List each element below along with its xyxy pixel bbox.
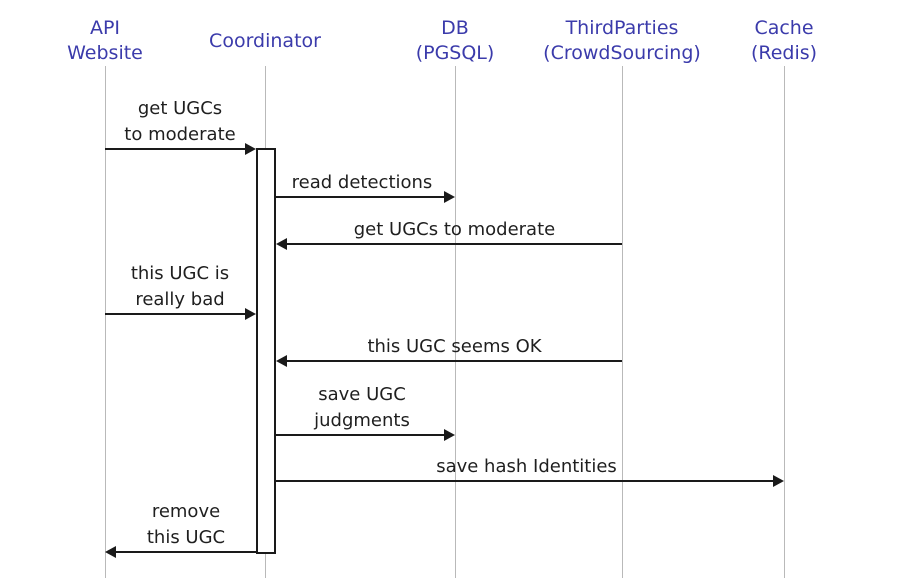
- arrow-head-get-ugcs-to-moderate-return: [276, 238, 287, 250]
- message-label-line2: judgments: [314, 410, 410, 431]
- message-line-this-ugc-seems-ok: [287, 360, 622, 362]
- message-label-remove-this-ugc: remove this UGC: [116, 499, 256, 551]
- participant-header-db: DB (PGSQL): [416, 16, 495, 66]
- lifeline-thirdparties: [622, 66, 623, 578]
- message-label-line1: this UGC seems OK: [367, 336, 542, 357]
- participant-header-coordinator: Coordinator: [209, 29, 321, 54]
- participant-header-coordinator-line1: Coordinator: [209, 30, 321, 52]
- arrow-head-this-ugc-is-really-bad: [245, 308, 256, 320]
- arrow-head-save-ugc-judgments: [444, 429, 455, 441]
- arrow-head-save-hash-identities: [773, 475, 784, 487]
- arrow-head-this-ugc-seems-ok: [276, 355, 287, 367]
- message-label-this-ugc-seems-ok: this UGC seems OK: [287, 334, 622, 360]
- message-label-line1: read detections: [291, 172, 433, 193]
- participant-header-thirdparties: ThirdParties (CrowdSourcing): [543, 16, 701, 66]
- message-line-read-detections: [276, 196, 444, 198]
- message-label-line1: this UGC is: [130, 263, 230, 284]
- message-label-line1: save UGC: [318, 384, 406, 405]
- message-label-line1: get UGCs to moderate: [353, 219, 556, 240]
- participant-header-cache: Cache (Redis): [751, 16, 817, 66]
- message-label-get-ugcs-to-moderate-return: get UGCs to moderate: [287, 217, 622, 243]
- message-label-get-ugcs-to-moderate: get UGCs to moderate: [107, 96, 253, 148]
- message-label-line2: really bad: [135, 289, 225, 310]
- participant-header-api-line2: Website: [67, 42, 143, 64]
- participant-header-api-line1: API: [89, 17, 121, 39]
- message-line-save-hash-identities: [276, 480, 773, 482]
- message-line-remove-this-ugc: [116, 551, 256, 553]
- message-line-save-ugc-judgments: [276, 434, 444, 436]
- message-label-line1: get UGCs: [137, 98, 223, 119]
- participant-header-thirdparties-line1: ThirdParties: [565, 17, 679, 39]
- lifeline-cache: [784, 66, 785, 578]
- participant-header-db-line2: (PGSQL): [415, 42, 495, 64]
- message-line-get-ugcs-to-moderate-return: [287, 243, 622, 245]
- message-label-line1: remove: [151, 501, 221, 522]
- participant-header-cache-line2: (Redis): [750, 42, 818, 64]
- message-line-get-ugcs-to-moderate: [105, 148, 251, 150]
- lifeline-db: [455, 66, 456, 578]
- participant-header-db-line1: DB: [441, 17, 469, 39]
- message-label-line2: to moderate: [124, 124, 236, 145]
- message-label-line2: this UGC: [146, 527, 226, 548]
- lifeline-api: [105, 66, 106, 578]
- participant-header-api: API Website: [67, 16, 143, 66]
- arrow-head-remove-this-ugc: [105, 546, 116, 558]
- message-label-save-ugc-judgments: save UGC judgments: [278, 382, 446, 434]
- message-label-line1: save hash Identities: [436, 456, 617, 477]
- message-line-this-ugc-is-really-bad: [105, 313, 251, 315]
- participant-header-cache-line1: Cache: [754, 17, 814, 39]
- message-label-this-ugc-is-really-bad: this UGC is really bad: [107, 261, 253, 313]
- arrow-head-get-ugcs-to-moderate: [245, 143, 256, 155]
- activation-bar-coordinator: [256, 148, 276, 554]
- message-label-save-hash-identities: save hash Identities: [278, 454, 775, 480]
- participant-header-thirdparties-line2: (CrowdSourcing): [543, 42, 701, 64]
- message-label-read-detections: read detections: [278, 170, 446, 196]
- arrow-head-read-detections: [444, 191, 455, 203]
